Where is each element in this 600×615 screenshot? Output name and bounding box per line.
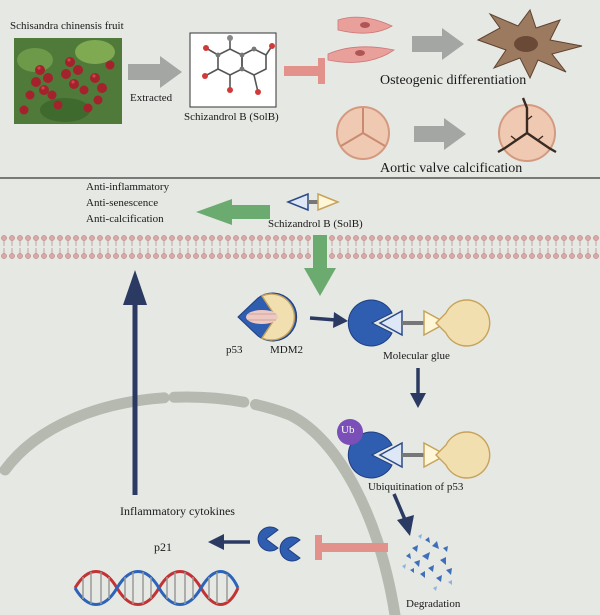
solb-molecule: [285, 192, 341, 212]
compound-label: Schizandrol B (SolB): [184, 111, 279, 123]
mdm2-label: MDM2: [270, 344, 304, 356]
green-arrow-effects: [196, 199, 270, 225]
molecule-atoms: [202, 35, 275, 95]
dna-helix: [73, 570, 240, 606]
arrow-to-glue: [309, 312, 348, 328]
cell-membrane: [0, 235, 600, 261]
degradation-fragments-light: [402, 534, 452, 591]
ub-badge: [337, 419, 363, 445]
navy-arrow-up: [123, 270, 147, 495]
nuclear-envelope: [0, 391, 401, 615]
calcification-arrow: [414, 118, 466, 150]
inhibition-top: [284, 58, 325, 84]
valve-normal: [336, 106, 390, 160]
fruit-photo: [14, 38, 122, 124]
arrow-to-p21: [208, 534, 250, 550]
osteogenic-arrow: [412, 28, 464, 60]
glue-label: Molecular glue: [383, 350, 450, 362]
p21-label: p21: [154, 540, 172, 554]
extracted-arrow: [128, 56, 182, 88]
valve-calcified: [497, 97, 557, 162]
osteogenic-label: Osteogenic differentiation: [380, 73, 527, 88]
green-arrow-down: [304, 235, 336, 296]
glue-complex: [347, 299, 491, 347]
fruit-label: Schisandra chinensis fruit: [10, 20, 124, 32]
arrow-to-degradation: [392, 493, 414, 536]
arrow-to-ub: [410, 368, 426, 408]
ubiquitination-label: Ubiquitination of p53: [368, 481, 464, 493]
spindle-cells: [327, 16, 395, 63]
aortic-label: Aortic valve calcification: [380, 161, 523, 176]
ub-label: Ub: [341, 424, 355, 436]
effect-anti-calcification: Anti-calcification: [86, 213, 164, 225]
top-panel: [14, 8, 583, 162]
degradation-fragments: [406, 537, 452, 582]
ub-complex: [337, 419, 491, 479]
inhibition-bottom: [315, 535, 388, 560]
p21-proteins: [257, 526, 301, 562]
molecule-box: [189, 32, 277, 108]
effect-anti-senescence: Anti-senescence: [86, 197, 159, 209]
p53-label: p53: [226, 344, 243, 356]
solb-label: Schizandrol B (SolB): [268, 218, 363, 230]
extracted-label: Extracted: [130, 92, 173, 104]
cytokines-label: Inflammatory cytokines: [120, 504, 235, 518]
osteoblast-cell: [476, 8, 583, 80]
effect-anti-inflammatory: Anti-inflammatory: [86, 181, 170, 193]
p53-mdm2-complex: [237, 292, 298, 342]
degradation-label: Degradation: [406, 598, 461, 610]
